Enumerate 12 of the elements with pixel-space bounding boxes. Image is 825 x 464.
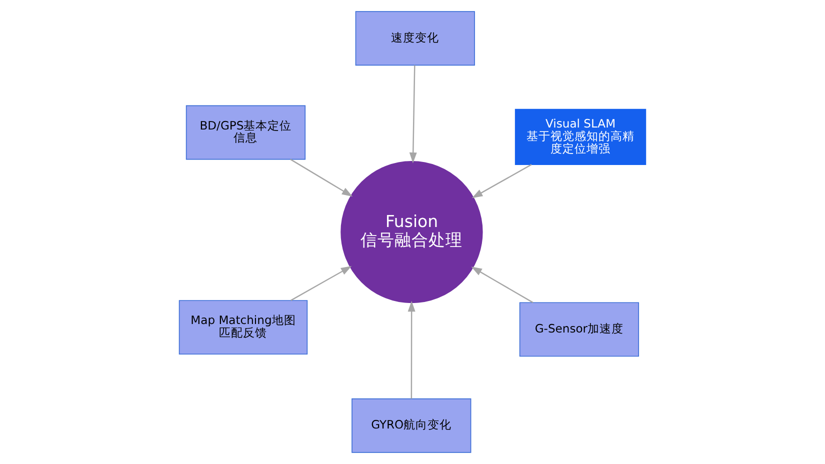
arrow (471, 266, 534, 304)
node-box: BD/GPS基本定位信息 (186, 105, 306, 160)
node-box: G-Sensor加速度 (519, 302, 640, 357)
node-box: GYRO航向变化 (352, 398, 472, 453)
node-box: Visual SLAM 基于视觉感知的高精度定位增强 (514, 108, 646, 165)
arrow (290, 266, 352, 301)
arrow (409, 65, 417, 164)
node-box: Map Matching地图匹配反馈 (178, 300, 308, 355)
node-box: 速度变化 (355, 11, 475, 66)
arrow (290, 158, 353, 197)
arrow (408, 300, 416, 399)
arrow (472, 164, 532, 198)
